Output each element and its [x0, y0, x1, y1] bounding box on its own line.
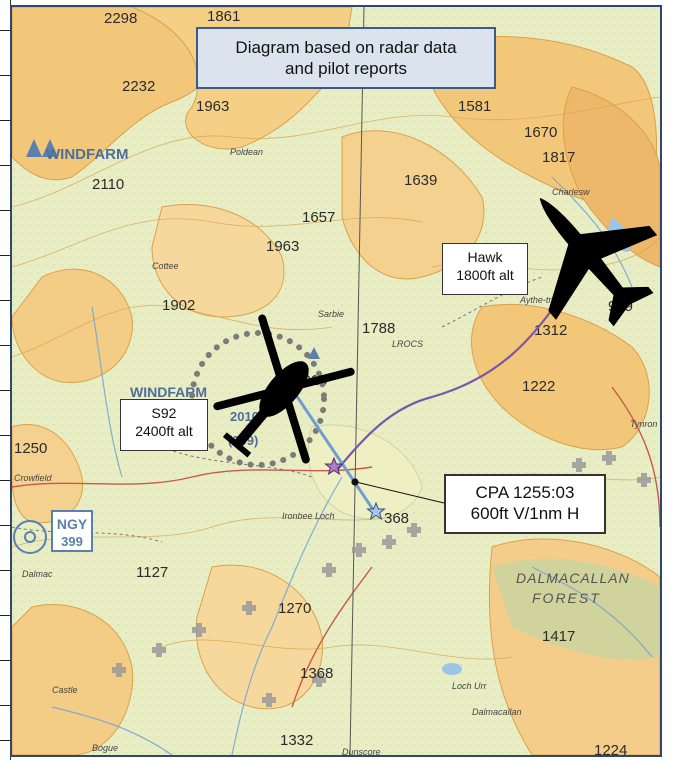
- map-frame: 2298 1861 2232 1963 1581 1670 1817 2110 …: [10, 5, 662, 757]
- place-name: Bogue: [92, 743, 118, 753]
- streams: [51, 176, 653, 755]
- place-name: Sarbie: [318, 309, 344, 319]
- star-icon: [324, 456, 344, 476]
- spot-height: 1127: [136, 564, 168, 581]
- place-name: Dalmac: [22, 569, 53, 579]
- cpa-leader-line: [355, 481, 445, 504]
- spot-height: 1902: [162, 297, 195, 314]
- spot-height: 1417: [542, 628, 575, 645]
- spot-height: 2232: [122, 78, 155, 95]
- place-name: Charlesw: [552, 187, 590, 197]
- ngy-airfield-marker[interactable]: NGY 399: [13, 510, 93, 554]
- diagram-title-box: Diagram based on radar data and pilot re…: [196, 27, 496, 89]
- ngy-number: 399: [61, 534, 83, 549]
- strip-tick: [0, 210, 10, 211]
- place-names: Poldean Cottee Sarbie Charlesw Aythe-tra…: [14, 147, 657, 755]
- strip-tick: [0, 120, 10, 121]
- place-name: Tynron: [630, 419, 657, 429]
- spot-height: 1332: [280, 732, 313, 749]
- place-name: Castle: [52, 685, 78, 695]
- strip-tick: [0, 255, 10, 256]
- strip-tick: [0, 345, 10, 346]
- roads: [12, 386, 660, 708]
- forest-label: DALMACALLAN: [516, 570, 630, 586]
- star-icon: [366, 501, 386, 521]
- cpa-point: [351, 478, 359, 486]
- spot-height: 1250: [14, 440, 47, 457]
- cpa-time: CPA 1255:03: [475, 483, 575, 502]
- spot-height: 2110: [92, 176, 124, 193]
- strip-tick: [0, 165, 10, 166]
- hawk-altitude: 1800ft alt: [456, 266, 514, 283]
- spot-height: 1670: [524, 124, 557, 141]
- spot-height: 1224: [594, 742, 627, 755]
- loch: [442, 663, 462, 675]
- s92-altitude: 2400ft alt: [135, 422, 193, 439]
- spot-height: 1222: [522, 378, 555, 395]
- s92-orbit-circle: [189, 330, 327, 468]
- place-name: Poldean: [230, 147, 263, 157]
- spot-height: 1788: [362, 320, 395, 337]
- strip-tick: [0, 740, 10, 741]
- spot-height: 1963: [196, 98, 229, 115]
- strip-tick: [0, 480, 10, 481]
- spot-height: 1963: [266, 238, 299, 255]
- strip-tick: [0, 390, 10, 391]
- map-canvas[interactable]: 2298 1861 2232 1963 1581 1670 1817 2110 …: [12, 7, 660, 755]
- place-name: Dunscore: [342, 747, 381, 755]
- place-name: Ironbee Loch: [282, 511, 335, 521]
- hawk-track: [337, 298, 561, 470]
- place-name: Cottee: [152, 261, 179, 271]
- cpa-separation: 600ft V/1nm H: [470, 504, 580, 524]
- strip-tick: [0, 705, 10, 706]
- ngy-name: NGY: [57, 516, 88, 532]
- spot-height: 1657: [302, 209, 335, 226]
- place-name: Dalmacallan: [472, 707, 522, 717]
- windfarm-icon: [26, 139, 320, 359]
- place-name: Loch Urr: [452, 681, 488, 691]
- forest-area: [492, 558, 660, 660]
- ngy-box: [51, 510, 93, 552]
- strip-tick: [0, 615, 10, 616]
- strip-tick: [0, 570, 10, 571]
- spot-height: 1270: [278, 600, 311, 617]
- strip-tick: [0, 30, 10, 31]
- spot-heights: 2298 1861 2232 1963 1581 1670 1817 2110 …: [14, 8, 633, 755]
- strip-tick: [0, 525, 10, 526]
- s92-name: S92: [151, 405, 177, 421]
- helicopter-silhouette-icon[interactable]: [188, 306, 368, 487]
- jet-silhouette-icon[interactable]: [489, 155, 660, 352]
- s92-label: S92 2400ft alt: [120, 399, 208, 451]
- place-name: Aythe-track: [519, 295, 566, 305]
- airfield-center-icon: [24, 531, 36, 543]
- title-line1: Diagram based on radar data: [235, 38, 457, 57]
- windfarm-label: WINDFARM: [46, 146, 129, 163]
- hawk-name: Hawk: [467, 249, 503, 265]
- hawk-label: Hawk 1800ft alt: [442, 243, 528, 295]
- spot-height: 1639: [404, 172, 437, 189]
- windfarm-label: WINDFARM: [130, 384, 207, 400]
- grid-line: [349, 7, 365, 755]
- title-line2: and pilot reports: [285, 59, 407, 79]
- spot-height: 1368: [300, 665, 333, 682]
- strip-tick: [0, 660, 10, 661]
- spot-height: 1581: [458, 98, 491, 115]
- spot-height: 1312: [534, 322, 567, 339]
- cpa-label: CPA 1255:03 600ft V/1nm H: [444, 474, 606, 534]
- spot-height: 1861: [207, 8, 240, 25]
- place-name: LROCS: [392, 339, 423, 349]
- strip-tick: [0, 435, 10, 436]
- place-name: Crowfield: [14, 473, 53, 483]
- spot-height: 1817: [542, 149, 575, 166]
- spot-height: 2298: [104, 10, 137, 27]
- s92-track: [294, 394, 376, 512]
- airfield-ring-icon: [13, 520, 47, 554]
- strip-tick: [0, 75, 10, 76]
- spot-height: 368: [384, 510, 409, 527]
- strip-tick: [0, 300, 10, 301]
- forest-label: FOREST: [532, 590, 601, 606]
